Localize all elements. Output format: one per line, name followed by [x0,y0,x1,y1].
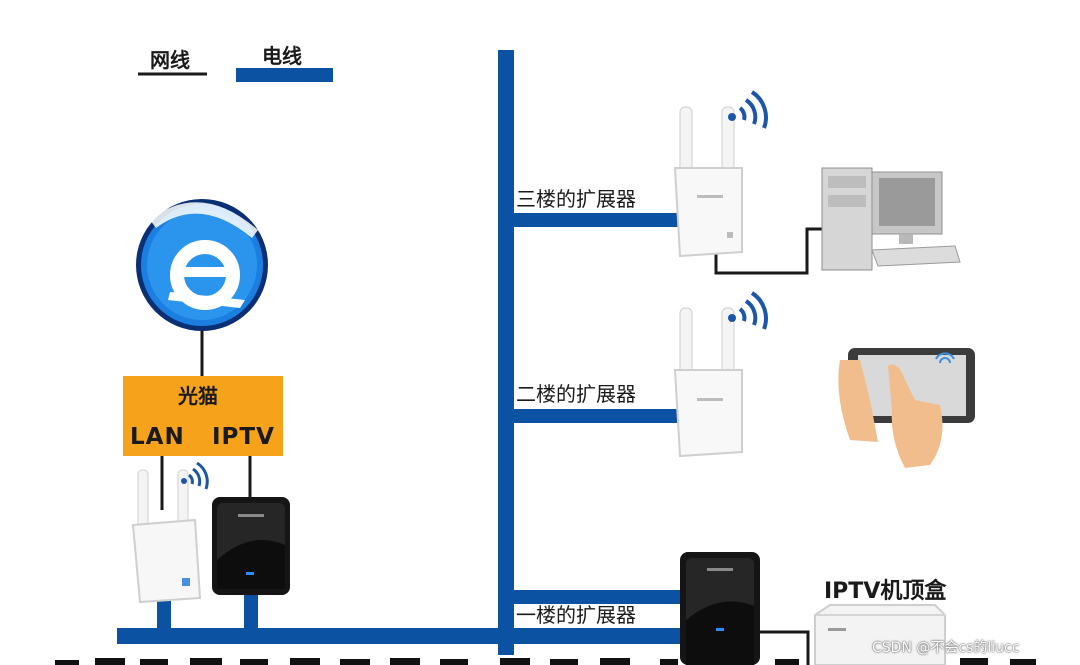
set-top-box-icon [814,604,946,665]
wifi-icon [728,291,768,330]
legend-network-cable-label: 网线 [150,48,190,72]
third-floor-extender-label: 三楼的扩展器 [516,187,636,211]
bottom-horizontal-power-line [117,628,697,644]
modem-port-lan: LAN [130,424,185,450]
main-vertical-power-line [498,50,514,655]
extender-drop-left [157,598,171,630]
powerline-adapter-icon [212,497,290,595]
modem-title: 光猫 [178,384,218,408]
internet-explorer-icon [136,199,268,331]
modem-port-iptv: IPTV [212,424,275,450]
wifi-extender-icon [673,106,743,258]
tablet-icon [838,348,975,468]
extender3-to-pc-cable [714,227,838,275]
wifi-icon [181,461,209,490]
powerline-adapter-icon [680,552,760,665]
legend-power-line-bar [236,68,333,82]
adapter1-to-stb-cable [760,630,810,665]
wifi-extender-icon [673,307,743,458]
modem-box [123,376,283,456]
watermark: CSDN @不会cs的liucc [872,640,1020,656]
cropped-caption-fragment [55,658,1036,665]
power-line-network [117,50,697,655]
adapter-drop-left [244,593,258,630]
wifi-extender-icon [131,469,202,604]
wifi-icon [728,90,768,129]
desktop-computer-icon [821,167,961,271]
iptv-set-top-box-label: IPTV机顶盒 [824,579,947,604]
first-floor-branch [498,590,683,604]
network-cables [160,227,838,665]
third-floor-branch [498,213,678,227]
second-floor-extender-label: 二楼的扩展器 [516,382,636,406]
second-floor-branch [498,409,678,423]
first-floor-extender-label: 一楼的扩展器 [516,603,636,627]
legend-power-line-label: 电线 [262,44,302,68]
